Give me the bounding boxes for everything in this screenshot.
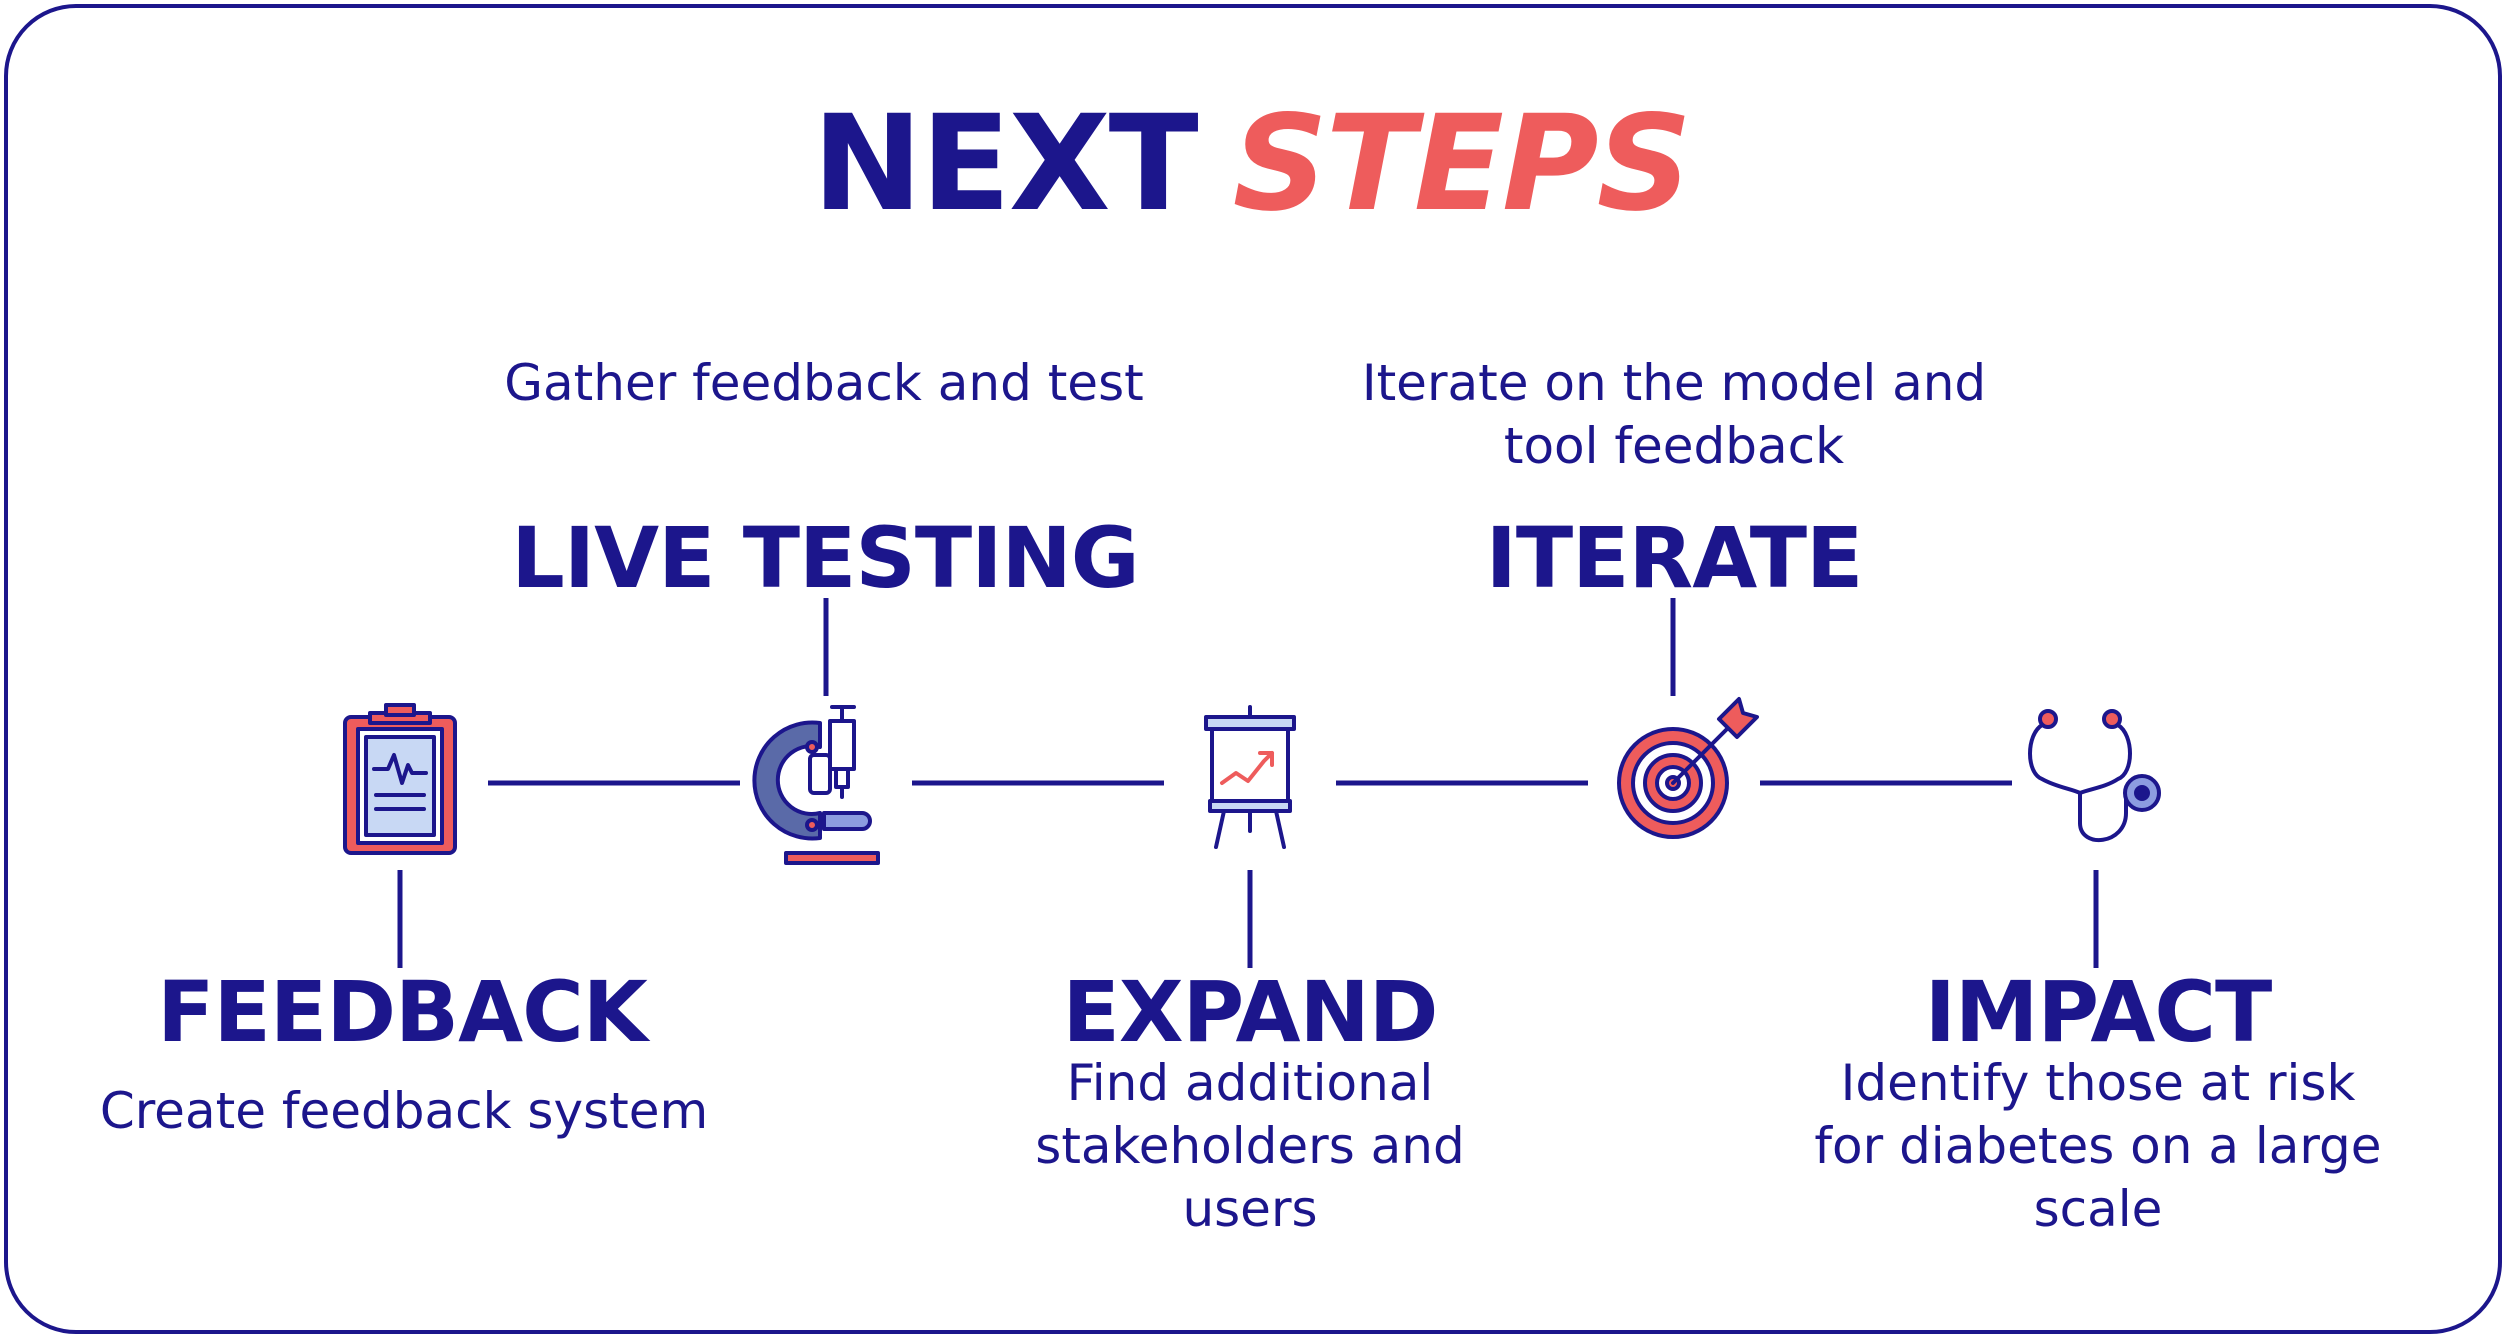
frame <box>4 4 2502 1334</box>
title-part-2: STEPS <box>1232 87 1692 241</box>
step-title-feedback: FEEDBACK <box>157 963 648 1061</box>
step-title-expand: EXPAND <box>1062 963 1438 1061</box>
step-description-impact: Identify those at risk for diabetes on a… <box>1814 1054 2382 1238</box>
title-part-1: NEXT <box>812 87 1198 241</box>
step-description-iterate: Iterate on the model and tool feedback <box>1361 354 1987 475</box>
step-description-live-testing: Gather feedback and test <box>504 354 1144 412</box>
target-icon <box>1617 697 1759 839</box>
step-title-iterate: ITERATE <box>1485 509 1864 607</box>
presentation-chart-icon <box>1204 705 1296 849</box>
microscope-icon <box>752 705 880 865</box>
step-description-expand: Find additional stakeholders and users <box>1035 1054 1465 1238</box>
step-title-live-testing: LIVE TESTING <box>511 509 1139 607</box>
step-description-feedback: Create feedback system <box>99 1082 709 1140</box>
clipboard-icon <box>343 703 457 855</box>
stethoscope-icon <box>2028 709 2161 843</box>
step-title-impact: IMPACT <box>1924 963 2273 1061</box>
